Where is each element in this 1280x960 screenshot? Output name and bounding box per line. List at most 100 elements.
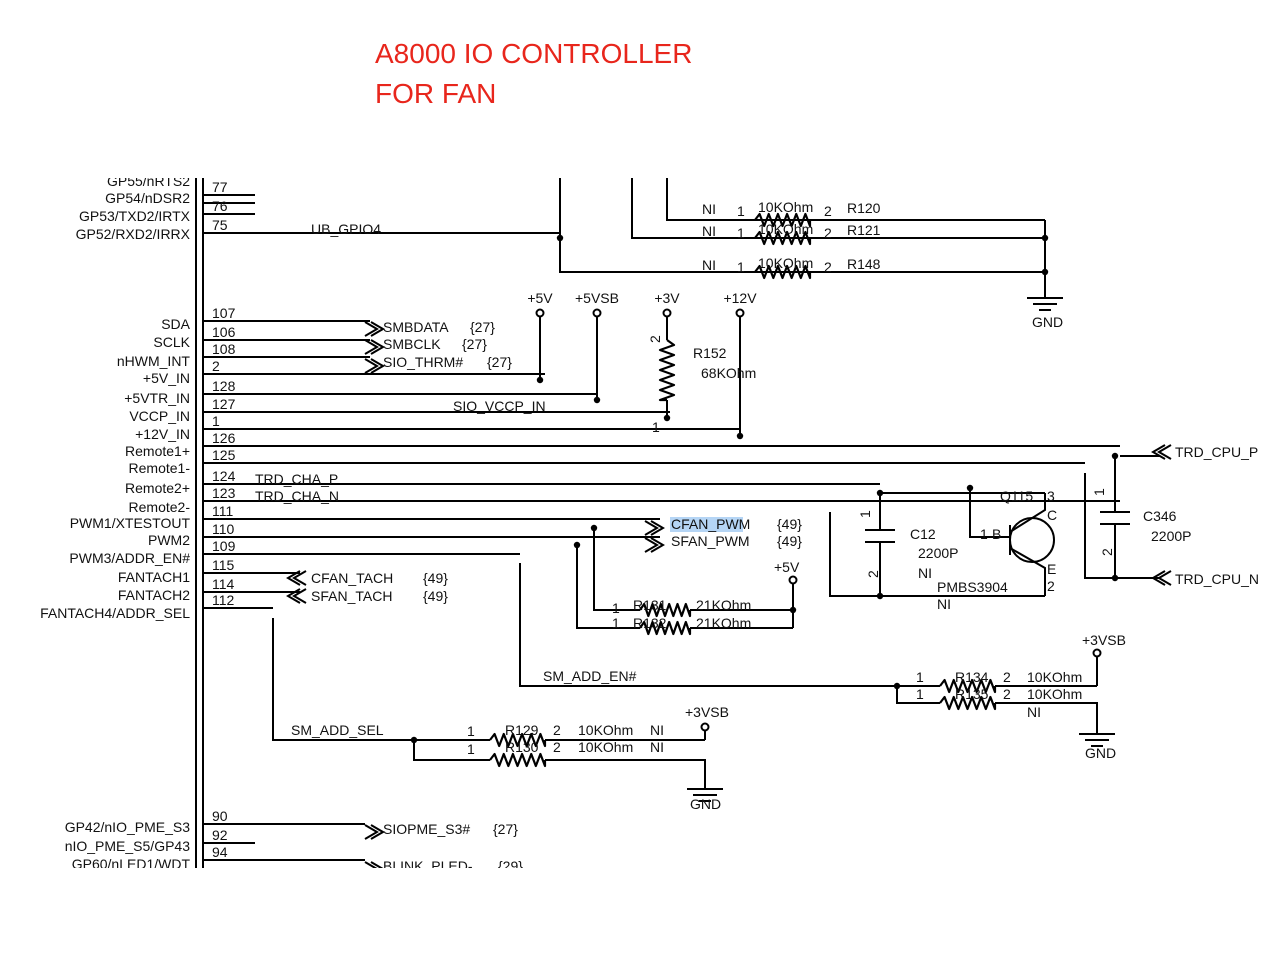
power-label: +5V [774, 559, 800, 575]
r132-value: 21KOhm [696, 615, 751, 631]
sm-add-sel-wire [272, 618, 490, 741]
resistor-value: 10KOhm [758, 255, 813, 271]
offpage-arrow [644, 520, 665, 536]
crop-mask [0, 150, 1280, 178]
pin-number: 111 [212, 503, 233, 519]
power-pin-circle [1092, 648, 1102, 658]
r135-ni: NI [1027, 704, 1041, 720]
offpage-arrow [286, 588, 307, 604]
pin-mark: E [1047, 561, 1056, 577]
pin-name: +5VTR_IN [124, 390, 190, 406]
pin-mark: 3 [1047, 488, 1055, 504]
r129-ref: R129 [505, 722, 539, 738]
r132-wire [576, 545, 640, 629]
r135-value: 10KOhm [1027, 686, 1082, 702]
power-pin-circle [592, 308, 602, 318]
junction-dot [410, 736, 418, 744]
sm-add-en-wire [519, 563, 940, 687]
pin-mark: 1 [916, 669, 924, 685]
power-label: +3VSB [1082, 632, 1126, 648]
c346-capacitor [1100, 456, 1130, 578]
pin-name: GP54/nDSR2 [105, 190, 190, 206]
junction-dot [556, 234, 564, 242]
pin-name: Remote1+ [125, 443, 190, 459]
pin-mark: 1 [916, 686, 924, 702]
pin-name: +12V_IN [135, 426, 190, 442]
net-label: TRD_CHA_N [255, 488, 339, 504]
pin-mark: 2 [553, 739, 561, 755]
r131-ref: R131 [633, 597, 667, 613]
r152-resistor [658, 339, 676, 402]
pin-name: FANTACH1 [118, 569, 190, 585]
r131-value: 21KOhm [696, 597, 751, 613]
pin-number: 75 [212, 217, 228, 233]
offpage-arrow [1151, 444, 1172, 460]
r134-resistor [939, 678, 997, 694]
r130-ni: NI [650, 739, 664, 755]
pin-name: GP53/TXD2/IRTX [79, 208, 191, 224]
pin-mark: 2 [1047, 578, 1055, 594]
pin-mark: 1 [467, 723, 475, 739]
offpage-arrow [286, 570, 307, 586]
pin-number: 76 [212, 198, 228, 214]
pin-mark: 1 [1091, 488, 1107, 496]
diagram-title: A8000 IO CONTROLLER FOR FAN [375, 34, 692, 114]
power-pin-circle [535, 308, 545, 318]
c12-capacitor [865, 493, 895, 596]
pin-mark: 2 [824, 203, 832, 219]
offpage-net: SFAN_PWM [671, 533, 750, 549]
r129-ni: NI [650, 722, 664, 738]
offpage-ref: {27} [470, 319, 495, 335]
wire-r148 [559, 178, 1045, 273]
pin-number: 107 [212, 305, 236, 321]
q115-ni: NI [937, 596, 951, 612]
pin-name: SCLK [153, 334, 190, 350]
pin-number: 106 [212, 324, 236, 340]
ground-symbol [687, 775, 723, 802]
pin-name: PWM1/XTESTOUT [70, 515, 191, 531]
r134-value: 10KOhm [1027, 669, 1082, 685]
gnd-label: GND [1085, 745, 1116, 761]
title-line-2: FOR FAN [375, 78, 497, 109]
offpage-net: SIO_THRM# [383, 354, 463, 370]
junction-dot [536, 376, 544, 384]
junction-dot [1041, 234, 1049, 242]
offpage-net: SMBDATA [383, 319, 449, 335]
r131-resistor [639, 602, 692, 618]
q115-ref: Q115 [1000, 488, 1033, 504]
pin-name: nHWM_INT [117, 353, 191, 369]
net-label: SM_ADD_EN# [543, 668, 637, 684]
power-pin-circle [788, 575, 798, 585]
pin-name: SDA [161, 316, 190, 332]
pin-mark: C [1047, 507, 1057, 523]
remote1m-wire [1084, 473, 1160, 579]
crop-mask [0, 868, 1280, 960]
offpage-arrow [364, 339, 385, 355]
pin-mark: 2 [1003, 686, 1011, 702]
net-label: SM_ADD_SEL [291, 722, 384, 738]
wire-r120 [666, 178, 1045, 221]
c346-ref: C346 [1143, 508, 1177, 524]
q115-base [969, 488, 1010, 538]
pin-mark: 1 [467, 741, 475, 757]
pin-number: 92 [212, 827, 228, 843]
ground-symbol [1027, 284, 1063, 311]
offpage-net: TRD_CPU_P [1175, 444, 1258, 460]
pin-name: PWM2 [148, 532, 190, 548]
pin-number: 108 [212, 341, 236, 357]
r120-resistor [754, 212, 812, 228]
wire-r121 [631, 178, 1045, 239]
offpage-arrow [364, 358, 385, 374]
r130-value: 10KOhm [578, 739, 633, 755]
selection-highlight [670, 517, 743, 532]
gnd-label: GND [1032, 314, 1063, 330]
offpage-ref: {27} [487, 354, 512, 370]
offpage-ref: {49} [423, 570, 448, 586]
offpage-net: SMBCLK [383, 336, 441, 352]
offpage-net: TRD_CPU_N [1175, 571, 1259, 587]
r152-ref: R152 [693, 345, 727, 361]
pin-number: 112 [212, 592, 235, 608]
r135-wire [896, 686, 940, 704]
offpage-net: CFAN_PWM [671, 516, 750, 532]
pin-number: 110 [212, 521, 235, 537]
